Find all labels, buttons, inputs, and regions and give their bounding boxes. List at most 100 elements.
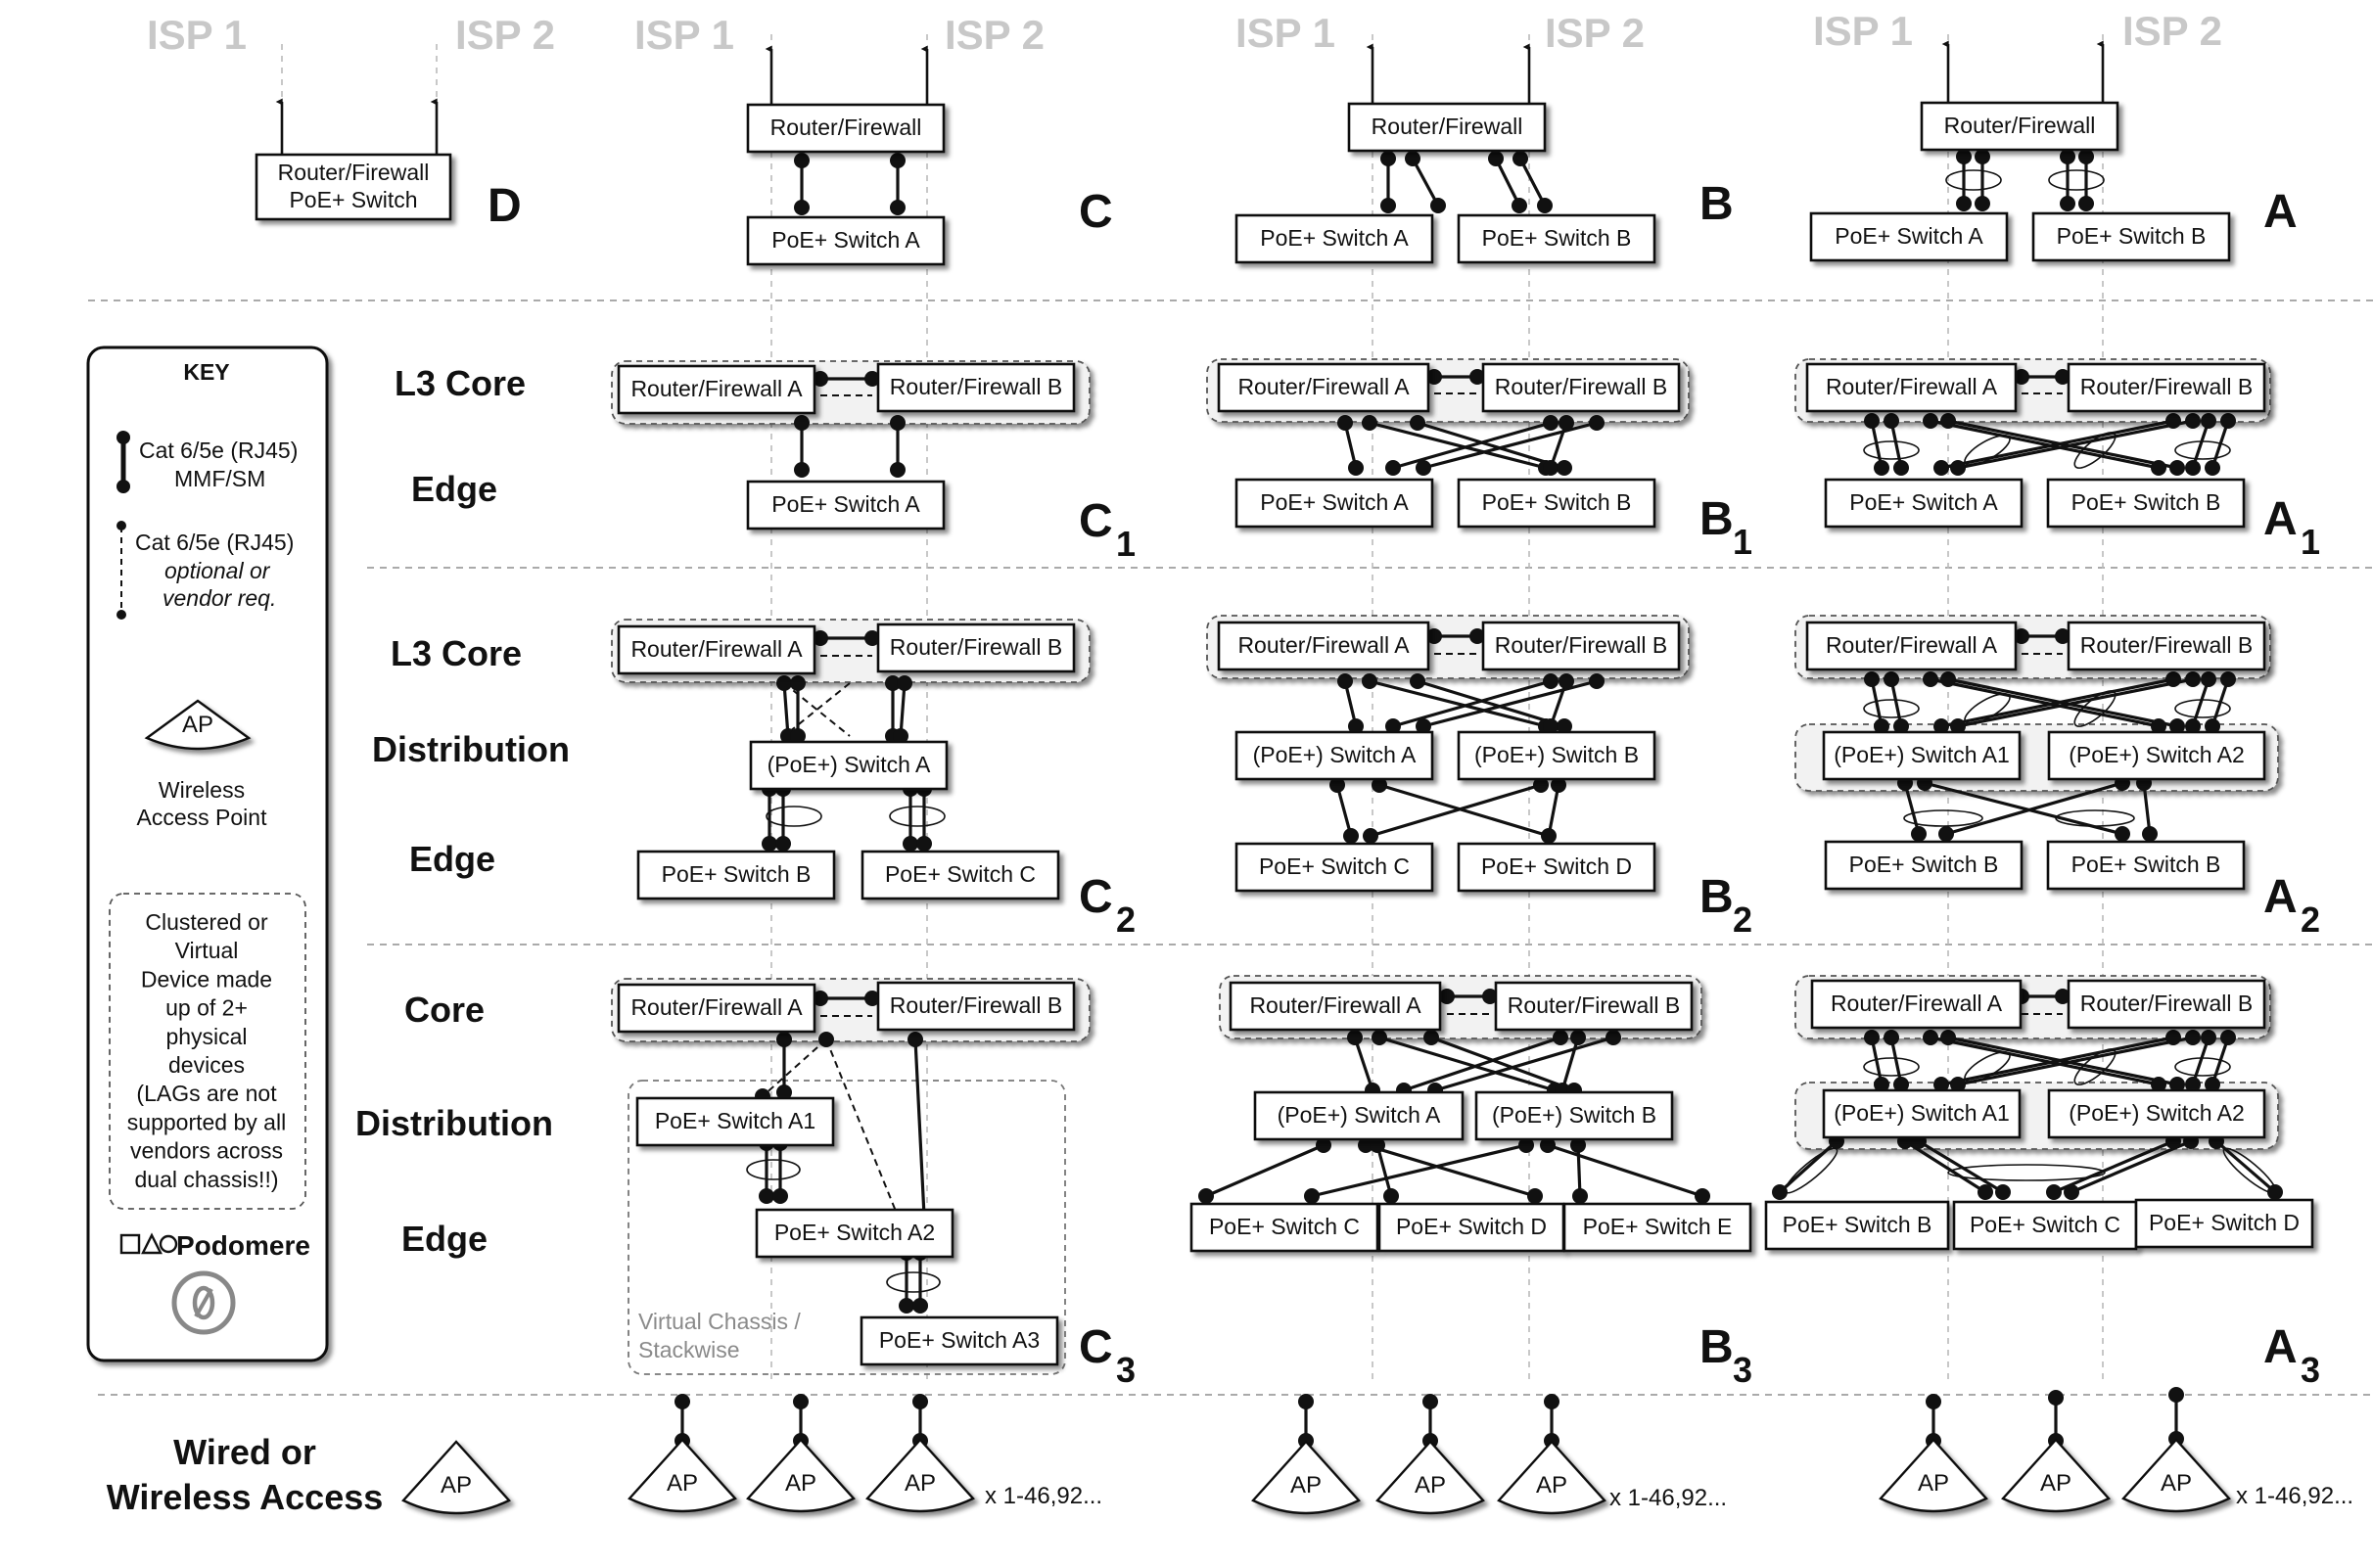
device-poe-switch-c-b2: PoE+ Switch C xyxy=(1234,842,1434,893)
link-endpoint-dot xyxy=(1557,718,1572,734)
device-router-firewall-c: Router/Firewall xyxy=(746,103,946,154)
design-c2-label: C xyxy=(1079,871,1113,923)
link-endpoint-dot xyxy=(2267,1184,2283,1200)
ap-multiplier-a: x 1-46,92... xyxy=(2236,1483,2353,1509)
device-poe-switch-a1-c3: PoE+ Switch A1 xyxy=(635,1096,835,1147)
device-poe-switch-b-c2: PoE+ Switch B xyxy=(636,850,836,900)
link-endpoint-dot xyxy=(1543,460,1559,476)
key-panel: KEY Cat 6/5e (RJ45) MMF/SM Cat 6/5e (RJ4… xyxy=(86,346,329,1362)
link-endpoint-dot xyxy=(2165,1030,2181,1045)
device-rfb-b3-label: Router/Firewall B xyxy=(1508,992,1680,1018)
device-poe-switch-b-a-label: PoE+ Switch B xyxy=(2057,223,2207,249)
link-endpoint-dot xyxy=(1874,718,1889,734)
link-endpoint-dot xyxy=(899,1298,914,1314)
link-endpoint-dot xyxy=(1940,1030,1956,1045)
device-rfa-a1: Router/Firewall A xyxy=(1805,362,2018,413)
tier-l3-core-2: L3 Core xyxy=(391,633,522,673)
isp1-label-a: ISP 1 xyxy=(1813,8,1913,54)
link-endpoint-dot xyxy=(893,728,908,744)
ap-multiplier-b: x 1-46,92... xyxy=(1609,1485,1727,1511)
link-endpoint-dot xyxy=(2151,460,2166,476)
design-c1-subscript: 1 xyxy=(1116,524,1136,564)
link-endpoint-dot xyxy=(1589,673,1605,689)
link-endpoint-dot xyxy=(890,415,906,431)
link-endpoint-dot xyxy=(772,1188,788,1204)
device-ppoe-switch-a2-a2-label: (PoE+) Switch A2 xyxy=(2069,742,2245,767)
link-endpoint-dot xyxy=(1893,718,1909,734)
device-rfb-b1-label: Router/Firewall B xyxy=(1495,374,1667,399)
device-rfb-c1: Router/Firewall B xyxy=(876,362,1076,413)
link-endpoint-dot xyxy=(1380,151,1396,166)
uplink-arrows xyxy=(275,40,2105,155)
link-endpoint-dot xyxy=(1940,671,1956,687)
link-endpoint-dot xyxy=(790,728,806,744)
link-endpoint-dot xyxy=(1343,828,1359,844)
link-endpoint-dot xyxy=(1329,777,1345,793)
link-endpoint-dot xyxy=(1512,198,1527,213)
link-endpoint-dot xyxy=(1512,151,1528,166)
device-router-firewall-c-label: Router/Firewall xyxy=(770,115,922,140)
link-endpoint-dot xyxy=(1416,718,1431,734)
link-endpoint-dot xyxy=(1978,1184,1993,1200)
device-poe-switch-c-b3-label: PoE+ Switch C xyxy=(1209,1214,1360,1239)
link-endpoint-dot xyxy=(864,630,880,646)
link-endpoint-dot xyxy=(1893,1077,1909,1092)
device-rfa-a3: Router/Firewall A xyxy=(1810,979,2023,1030)
link-endpoint-dot xyxy=(1426,628,1442,644)
device-ppoe-switch-a1-a2: (PoE+) Switch A1 xyxy=(1822,730,2022,781)
link-endpoint-dot xyxy=(1923,1030,1938,1045)
design-d-label: D xyxy=(488,180,522,232)
link-endpoint-dot xyxy=(1884,1030,1899,1045)
key-title: KEY xyxy=(183,359,229,385)
device-poe-switch-b2-a2: PoE+ Switch B xyxy=(2046,840,2246,891)
link-endpoint-dot xyxy=(1940,413,1956,429)
device-ppoe-switch-a2-a2: (PoE+) Switch A2 xyxy=(2047,730,2266,781)
device-ppoe-switch-a2-a3: (PoE+) Switch A2 xyxy=(2047,1088,2266,1139)
device-ppoe-switch-a-b3: (PoE+) Switch A xyxy=(1253,1090,1465,1141)
ap-a-3-label: AP xyxy=(2161,1470,2192,1497)
device-rfa-c1: Router/Firewall A xyxy=(617,364,816,415)
link-endpoint-dot xyxy=(1383,1188,1399,1204)
device-router-firewall-poe-d-label-1: Router/Firewall xyxy=(278,160,430,185)
device-poe-switch-c-b3: PoE+ Switch C xyxy=(1189,1202,1379,1253)
design-a1-subscript: 1 xyxy=(2301,522,2320,562)
device-poe-switch-b-b: PoE+ Switch B xyxy=(1457,213,1656,264)
link-endpoint-dot xyxy=(2115,826,2130,842)
link-endpoint-dot xyxy=(1553,1030,1568,1045)
ap-b-3-label: AP xyxy=(1536,1472,1567,1499)
virtual-chassis-label-2: Stackwise xyxy=(638,1337,740,1362)
link-endpoint-dot xyxy=(2014,628,2029,644)
tier-labels: L3 Core Edge L3 Core Distribution Edge C… xyxy=(107,363,570,1517)
link-endpoint-dot xyxy=(1363,828,1378,844)
device-ppoe-switch-a-b2: (PoE+) Switch A xyxy=(1234,730,1434,781)
design-a3-subscript: 3 xyxy=(2301,1350,2320,1390)
device-poe-switch-d-a3-label: PoE+ Switch D xyxy=(2149,1210,2300,1235)
key-cluster-line-8: supported by all xyxy=(127,1109,286,1134)
link-endpoint-dot xyxy=(2014,369,2029,385)
key-cluster-line-6: devices xyxy=(168,1052,245,1078)
link-endpoint-dot xyxy=(1543,718,1559,734)
link-endpoint-dot xyxy=(864,991,880,1006)
design-a1-label: A xyxy=(2263,493,2298,545)
device-poe-switch-b-a: PoE+ Switch B xyxy=(2031,211,2231,262)
link-endpoint-dot xyxy=(2055,628,2071,644)
device-rfb-b1: Router/Firewall B xyxy=(1481,362,1681,413)
device-poe-switch-c-a3-label: PoE+ Switch C xyxy=(1970,1212,2120,1237)
device-poe-switch-a-c1: PoE+ Switch A xyxy=(746,480,946,530)
tier-access-line-2: Wireless Access xyxy=(107,1477,384,1517)
link-endpoint-dot xyxy=(885,675,901,691)
isp2-label-b: ISP 2 xyxy=(1545,10,1645,56)
design-a2-subscript: 2 xyxy=(2301,899,2320,940)
device-ppoe-switch-b-b2-label: (PoE+) Switch B xyxy=(1474,742,1639,767)
design-a-label: A xyxy=(2263,186,2298,238)
link-endpoint-dot xyxy=(2046,1184,2062,1200)
device-poe-switch-a3-c3: PoE+ Switch A3 xyxy=(860,1315,1059,1366)
device-poe-switch-e-b3: PoE+ Switch E xyxy=(1562,1202,1752,1253)
link-endpoint-dot xyxy=(1543,415,1559,431)
link-endpoint-dot xyxy=(1572,1188,1588,1204)
link-endpoint-dot xyxy=(1695,1188,1710,1204)
link-endpoint-dot xyxy=(2055,369,2071,385)
ap-a-2-icon: AP xyxy=(2001,1438,2111,1513)
